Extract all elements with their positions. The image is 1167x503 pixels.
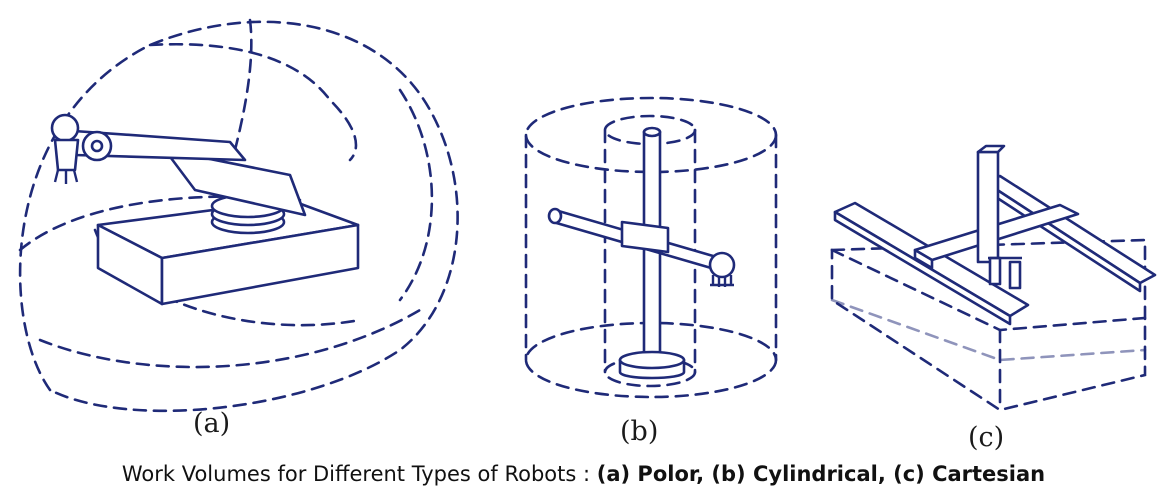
cartesian-work-envelope (832, 240, 1145, 410)
cylindrical-robot-arm (549, 209, 734, 287)
polar-robot-arm (52, 115, 305, 215)
caption-bold-text: (a) Polor, (b) Cylindrical, (c) Cartesia… (597, 462, 1045, 486)
polar-robot-diagram (20, 20, 458, 411)
panel-label-b: (b) (620, 416, 658, 447)
cartesian-robot-diagram (832, 146, 1155, 410)
cylindrical-robot-diagram (526, 98, 776, 397)
panel-label-c: (c) (968, 422, 1004, 453)
figure-caption: Work Volumes for Different Types of Robo… (0, 462, 1167, 486)
caption-prefix: Work Volumes for Different Types of Robo… (122, 462, 597, 486)
cartesian-robot-column (978, 146, 1022, 288)
panel-label-a: (a) (193, 408, 230, 439)
